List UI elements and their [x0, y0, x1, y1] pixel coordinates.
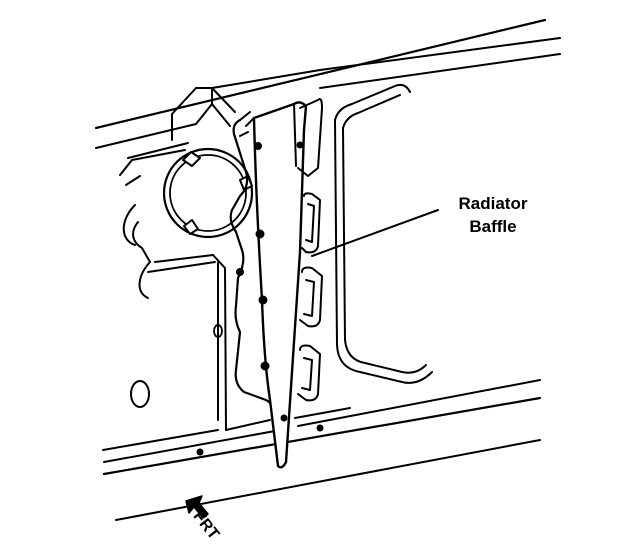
baffle-slots — [297, 192, 323, 402]
callout-line-1: Radiator — [458, 194, 528, 213]
radiator-support-round-opening — [162, 147, 254, 239]
radiator-support-right-opening — [334, 83, 433, 384]
radiator-support-panel — [94, 18, 561, 521]
front-direction-arrow-icon — [185, 495, 209, 519]
callout-leader-line — [311, 209, 439, 257]
radiator-baffle-callout: Radiator Baffle — [438, 192, 548, 238]
callout-line-2: Baffle — [469, 217, 517, 236]
radiator-baffle-body — [252, 98, 323, 469]
